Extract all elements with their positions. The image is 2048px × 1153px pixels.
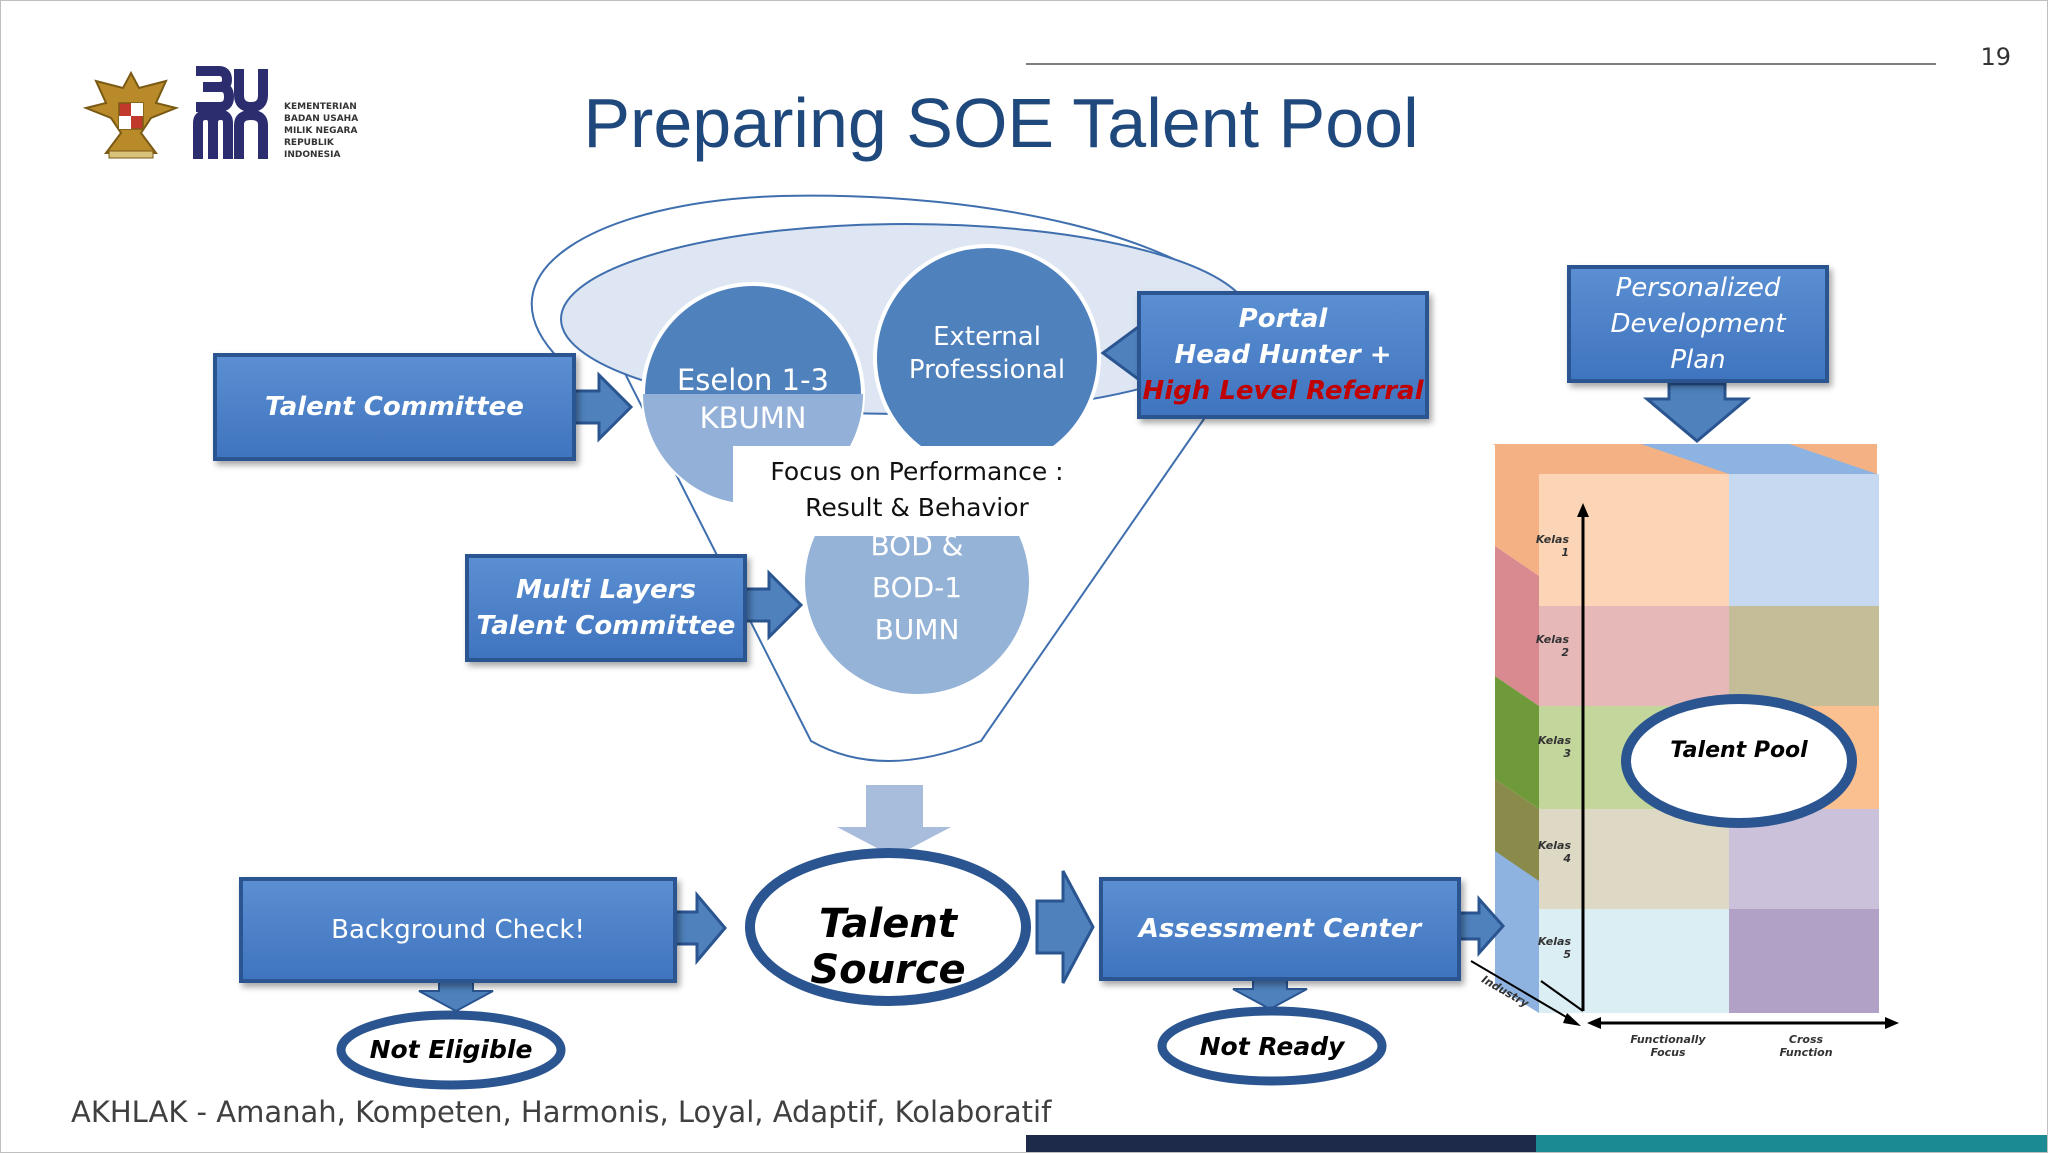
industry-axis-head xyxy=(1563,1013,1581,1026)
talent-source-oval xyxy=(745,848,1031,1006)
down-arrow-not-eligible xyxy=(418,978,494,1013)
circle-bod-label: BOD & BOD-1 BUMN xyxy=(870,529,964,646)
footer-akhlak: AKHLAK - Amanah, Kompeten, Harmonis, Loy… xyxy=(71,1095,1052,1129)
down-arrow-not-ready xyxy=(1232,976,1308,1011)
circle-external-label: External Professional xyxy=(908,322,1066,385)
talent-pool-label: Talent Pool xyxy=(1670,738,1808,763)
arrow-down-funnel xyxy=(837,785,951,857)
footer-bar-teal xyxy=(1536,1135,2047,1152)
garuda-emblem-icon xyxy=(82,70,180,159)
talent-pool-oval xyxy=(1621,694,1857,828)
cube-axes xyxy=(1540,503,1899,1029)
slide-title: Preparing SOE Talent Pool xyxy=(583,84,1419,162)
header-rule xyxy=(1026,63,1936,65)
ministry-text: KEMENTERIAN BADAN USAHA MILIK NEGARA REP… xyxy=(284,102,359,160)
background-check-box: Background Check! xyxy=(239,877,677,983)
funnel-outer-ring xyxy=(530,194,1237,362)
not-ready-label: Not Ready xyxy=(1199,1032,1345,1061)
not-ready-oval xyxy=(1157,1006,1387,1086)
page-number: 19 xyxy=(1980,43,2011,71)
talent-source-label: Talent Source xyxy=(810,901,966,993)
pdp-down-arrow xyxy=(1642,382,1752,443)
funnel-outline xyxy=(600,325,1207,762)
bumn-wordmark-icon xyxy=(193,66,268,159)
circle-eselon-label: Eselon 1-3 KBUMN xyxy=(676,363,830,435)
industry-axis xyxy=(1470,960,1574,1022)
talent-committee-box: Talent Committee xyxy=(213,353,576,461)
assessment-center-box: Assessment Center xyxy=(1099,877,1461,981)
focus-note: Focus on Performance : Result & Behavior xyxy=(733,446,1101,536)
not-eligible-label: Not Eligible xyxy=(369,1035,533,1064)
footer-bar-navy xyxy=(1026,1135,1536,1152)
not-eligible-oval xyxy=(336,1010,566,1090)
